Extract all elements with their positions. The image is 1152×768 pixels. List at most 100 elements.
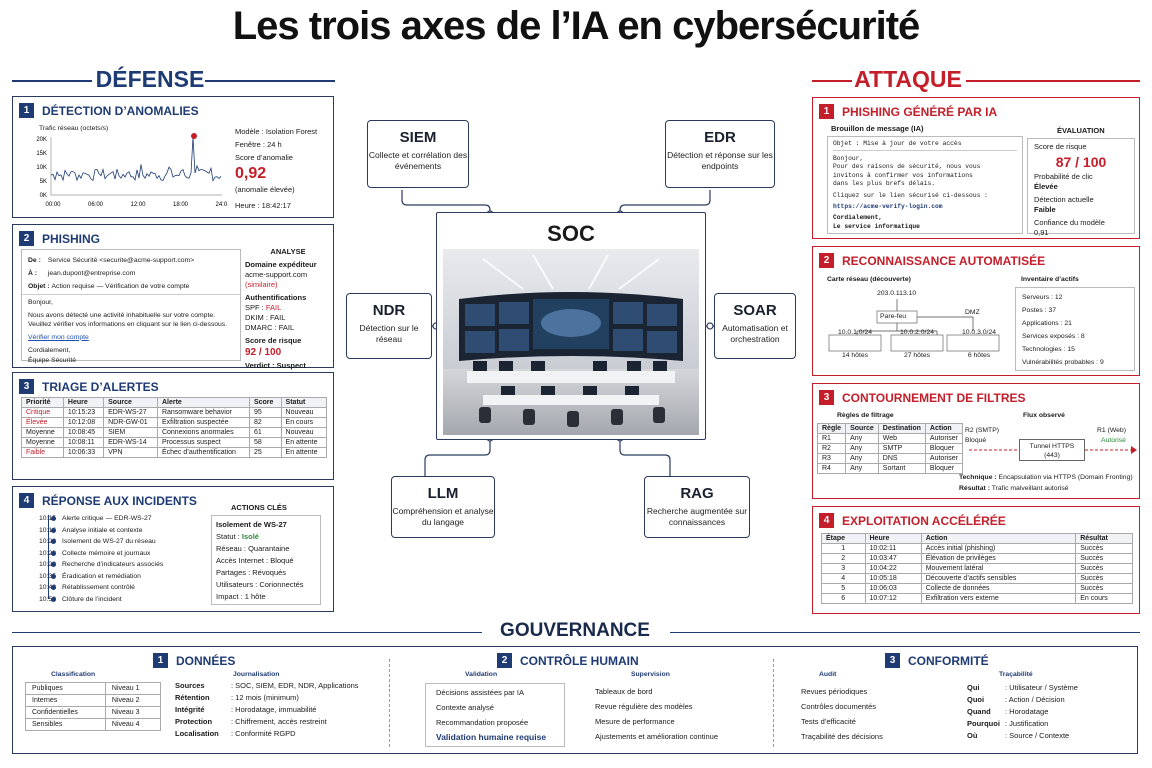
draft-subject: Objet : Mise à jour de votre accès	[833, 140, 962, 147]
draft-box: Objet : Mise à jour de votre accès Bonjo…	[827, 136, 1023, 234]
risk-label: Score de risque	[245, 336, 302, 345]
email-body-2: Veuillez vérifier vos informations en cl…	[28, 321, 228, 328]
action-network: Réseau : Quarantaine	[216, 544, 290, 553]
timeline-event: Collecte mémoire et journaux	[62, 549, 151, 557]
table-cell: Nouveau	[280, 427, 328, 438]
trac-key: Pourquoi	[967, 719, 1000, 728]
table-cell: R2	[816, 443, 847, 454]
draft-line: Bonjour,	[833, 155, 864, 163]
journ-item: Localisation: Conformité RGPD	[175, 728, 359, 740]
table-cell: 3	[821, 563, 866, 574]
validation-item: Contexte analysé	[436, 703, 494, 712]
inventory-item: Vulnérabilités probables : 9	[1022, 359, 1104, 366]
anomaly-window: Fenêtre : 24 h	[235, 140, 282, 149]
spf-value: FAIL	[265, 303, 282, 312]
domain-label: Domaine expéditeur	[245, 260, 317, 269]
subnet-label: 10.0.2.0/24	[899, 329, 934, 336]
journ-value: : SOC, SIEM, EDR, NDR, Applications	[231, 681, 359, 690]
trac-key: Où	[967, 731, 978, 740]
table-cell: R4	[816, 463, 847, 474]
draft-label: Brouillon de message (IA)	[831, 124, 924, 133]
status-value: Isolé	[241, 532, 259, 541]
trac-title: Traçabilité	[999, 671, 1033, 678]
draft-line: Le service informatique	[833, 222, 920, 230]
table-cell: 25	[248, 447, 282, 458]
verify-link[interactable]: Vérifier mon compte	[28, 333, 89, 341]
subnet-label: 10.0.3.0/24	[961, 329, 996, 336]
col-header: Action	[920, 533, 1077, 544]
draft-url[interactable]: https://acme-verify-login.com	[833, 203, 943, 211]
table-cell: 10:12:08	[62, 417, 105, 428]
col-header: Action	[924, 423, 963, 434]
firewall-label: Pare-feu	[880, 313, 907, 320]
eval-confidence: 0,91	[1034, 228, 1049, 237]
eval-risk: 87 / 100	[1055, 154, 1107, 170]
table-cell: Moyenne	[21, 427, 64, 438]
siem-desc: Collecte et corrélation des événements	[368, 150, 468, 172]
table-cell: 10:07:12	[864, 593, 922, 604]
trac-key: Quand	[967, 707, 991, 716]
triage-title-text: TRIAGE D’ALERTES	[42, 379, 159, 394]
gov-divider-1	[389, 659, 390, 747]
timeline-event: Clôture de l’incident	[62, 595, 122, 603]
eval-confidence-label: Confiance du modèle	[1034, 218, 1105, 227]
defense-line-right	[205, 80, 335, 82]
table-cell: Élévation de privilèges	[920, 553, 1077, 564]
table-cell: DNS	[877, 453, 926, 464]
inventory-item: Services exposés : 8	[1022, 333, 1085, 340]
col-header: Score	[248, 397, 282, 408]
flux-label: Flux observé	[1023, 412, 1065, 419]
technique-label: Technique :	[959, 474, 997, 481]
timeline-event: Analyse initiale et contexte	[62, 526, 143, 534]
table-cell: 2	[821, 553, 866, 564]
auth-label: Authentifications	[245, 293, 307, 302]
validation-box: Décisions assistées par IA Contexte analy…	[425, 683, 565, 747]
x-tick-label: 24:00	[215, 202, 227, 208]
section-number: 2	[497, 653, 512, 668]
y-tick-label: 15K	[36, 151, 47, 157]
incident-title-text: RÉPONSE AUX INCIDENTS	[42, 493, 197, 508]
table-cell: Any	[845, 463, 879, 474]
timeline-time: 10:20	[39, 538, 57, 545]
table-cell: 58	[248, 437, 282, 448]
tunnel-label: Tunnel HTTPS	[1029, 443, 1075, 450]
journ-key: Intégrité	[175, 705, 205, 714]
technique-value: Encapsulation via HTTPS (Domain Fronting…	[998, 474, 1133, 481]
email-sign-2: Équipe Sécurité	[28, 356, 76, 364]
table-cell: Élevée	[21, 417, 64, 428]
validation-item: Décisions assistées par IA	[436, 688, 524, 697]
anomaly-score-label: Score d’anomalie	[235, 153, 293, 162]
col-header: Destination	[877, 423, 926, 434]
journ-title: Journalisation	[233, 671, 280, 678]
timeline-time: 10:16	[39, 526, 57, 534]
ndr-title: NDR	[372, 302, 406, 319]
x-tick-label: 18:00	[173, 202, 189, 208]
col-header: Résultat	[1075, 533, 1133, 544]
inventory-item: Serveurs : 12	[1022, 294, 1063, 301]
journ-value: : Conformité RGPD	[231, 729, 296, 738]
timeline-dot	[51, 550, 56, 556]
inventory-item: Applications : 21	[1022, 320, 1072, 327]
table-cell: En attente	[280, 447, 328, 458]
table-cell: Ransomware behavior	[156, 407, 250, 418]
flux-r2-status: Bloqué	[965, 437, 987, 444]
